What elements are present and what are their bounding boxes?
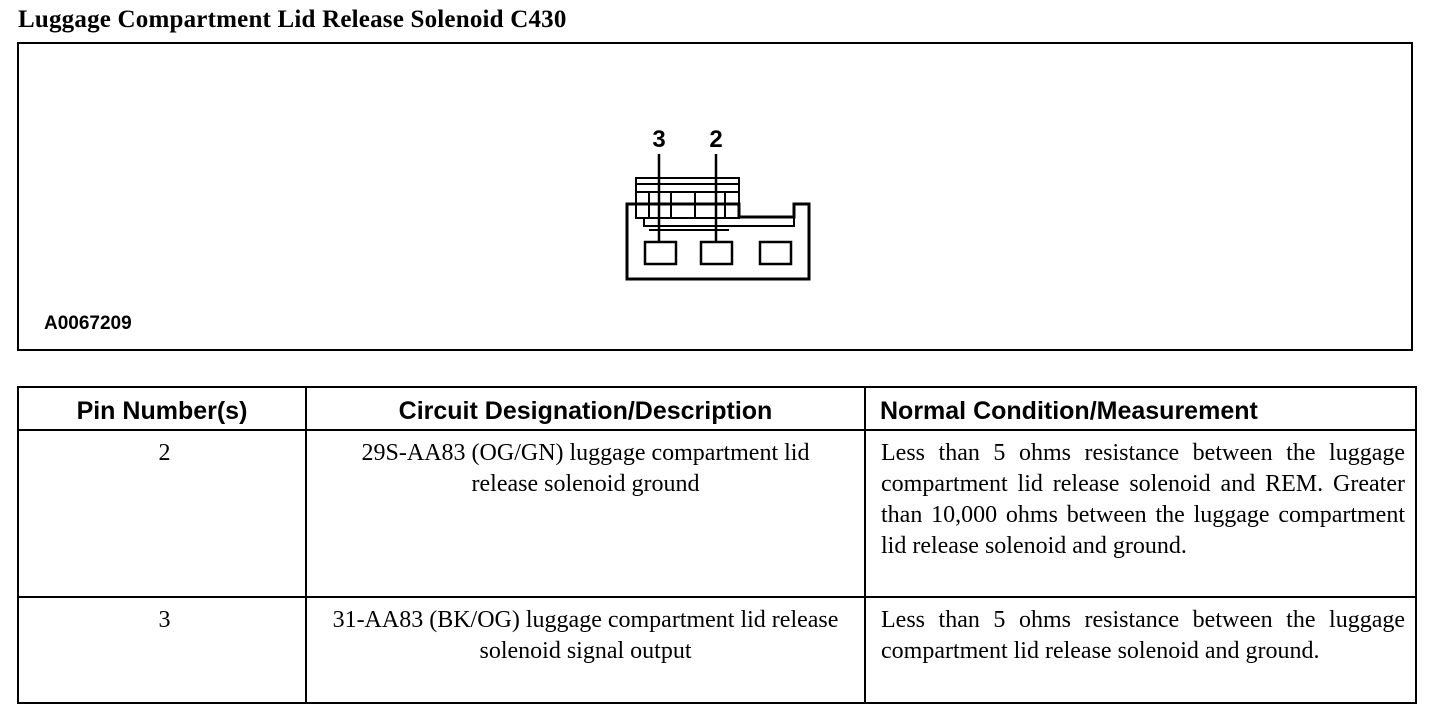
pin-cavity-3: [643, 240, 678, 266]
connector-latch: [635, 177, 740, 219]
circuit-cell: 31-AA83 (BK/OG) luggage compartment lid …: [305, 596, 866, 704]
table-row: 2 29S-AA83 (OG/GN) luggage compartment l…: [17, 429, 1417, 598]
table-row: 3 31-AA83 (BK/OG) luggage compartment li…: [17, 596, 1417, 704]
header-condition: Normal Condition/Measurement: [864, 386, 1417, 431]
pin-number-cell: 2: [17, 429, 307, 598]
pin-cavity-2: [699, 240, 734, 266]
condition-cell: Less than 5 ohms resistance between the …: [864, 596, 1417, 704]
pin-label-2: 2: [709, 126, 722, 153]
pinout-table: Pin Number(s) Circuit Designation/Descri…: [17, 386, 1417, 704]
pin-cavity-1: [758, 240, 793, 266]
pin-label-3: 3: [652, 126, 665, 153]
connector-diagram: 3 2: [625, 126, 811, 281]
header-circuit: Circuit Designation/Description: [305, 386, 866, 431]
page-title: Luggage Compartment Lid Release Solenoid…: [18, 6, 567, 33]
figure-id: A0067209: [44, 313, 132, 334]
circuit-cell: 29S-AA83 (OG/GN) luggage compartment lid…: [305, 429, 866, 598]
pin-number-cell: 3: [17, 596, 307, 704]
header-pin-numbers: Pin Number(s): [17, 386, 307, 431]
table-header-row: Pin Number(s) Circuit Designation/Descri…: [17, 386, 1417, 431]
connector-figure: 3 2 A0067209: [17, 42, 1413, 351]
condition-cell: Less than 5 ohms resistance between the …: [864, 429, 1417, 598]
